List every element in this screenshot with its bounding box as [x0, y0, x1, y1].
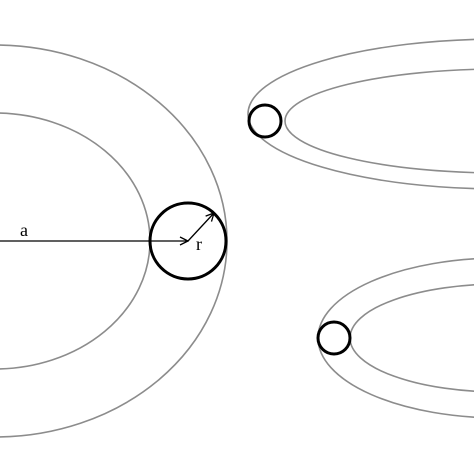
top-torus-inner-orbit	[284, 68, 474, 174]
thin-torus-top	[247, 38, 474, 190]
major-radius-label: a	[20, 220, 28, 240]
thin-torus-bottom	[316, 258, 474, 418]
minor-radius-label: r	[196, 234, 202, 254]
minor-radius-arrow	[187, 213, 214, 242]
large-torus: a r	[0, 44, 228, 438]
top-torus-cross-section	[247, 103, 283, 139]
bottom-torus-inner-orbit	[349, 284, 474, 392]
bottom-torus-cross-section	[316, 320, 352, 356]
top-torus-outer-orbit	[247, 38, 474, 190]
bottom-torus-outer-orbit	[317, 258, 474, 418]
